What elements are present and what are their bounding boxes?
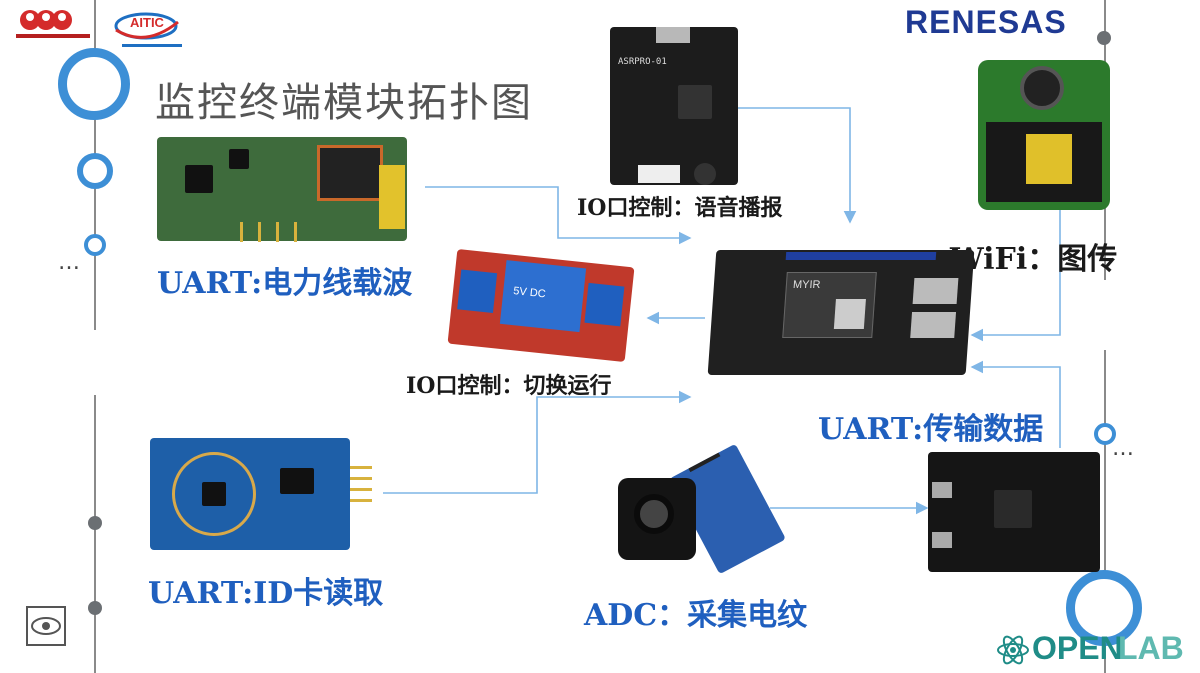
- relay-terminal: [457, 269, 498, 314]
- dot-left-2: [88, 601, 102, 615]
- voice-chip: [678, 85, 712, 119]
- aitic-logo-text: AITIC: [130, 15, 164, 30]
- university-logo-icon: [16, 10, 90, 38]
- rfid-pin: [350, 477, 372, 480]
- plc-chip-2: [229, 149, 249, 169]
- openlab-suffix: LAB: [1118, 630, 1184, 666]
- sub-board-chip: [994, 490, 1032, 528]
- openlab-prefix: OPEN: [1032, 630, 1123, 666]
- rfid-pin: [350, 488, 372, 491]
- ring-small-right: [1094, 423, 1116, 445]
- rfid-pin: [350, 466, 372, 469]
- relay-body: 5V DC: [499, 260, 587, 333]
- ethernet-port-1: [912, 278, 959, 304]
- relay-text: 5V DC: [512, 285, 547, 301]
- uart-data-label: UART:传输数据: [818, 412, 1044, 447]
- qr-code: [833, 299, 866, 329]
- adc-sensor-core: [618, 478, 696, 560]
- relay-module-label: IO口控制：切换运行: [406, 373, 612, 399]
- right-vertical-line-lower: [1104, 350, 1106, 673]
- rfid-chip: [202, 482, 226, 506]
- arrow-sub-to-main: [970, 360, 1061, 448]
- main-board-image: MYIR: [707, 250, 975, 375]
- left-vertical-line-lower: [94, 395, 96, 673]
- usb-port: [656, 27, 690, 43]
- main-board-som: MYIR: [782, 272, 877, 338]
- dot-right-1: [1097, 31, 1111, 45]
- adc-module-label: ADC：采集电纹: [584, 598, 808, 633]
- sub-board-image: [928, 452, 1100, 572]
- eye-icon: [24, 604, 68, 648]
- wifi-module-label: WiFi：图传: [950, 242, 1118, 277]
- voice-speaker: [694, 163, 716, 185]
- ethernet-port-2: [910, 312, 957, 338]
- voice-module-image: ASRPRO-01: [610, 27, 738, 185]
- plc-pin: [258, 222, 261, 242]
- plc-module-image: [157, 137, 407, 241]
- camera-lens: [1020, 66, 1064, 110]
- sub-board-usb: [932, 482, 952, 498]
- plc-pin: [294, 222, 297, 242]
- arrow-wifi-to-main: [970, 205, 1061, 342]
- arrow-rfid-to-main: [383, 390, 692, 494]
- main-board-text: MYIR: [792, 279, 821, 291]
- rfid-coil: [172, 452, 256, 536]
- plc-capacitor: [379, 165, 405, 229]
- plc-module-label: UART:电力线载波: [157, 266, 413, 301]
- ring-large-top-left: [58, 48, 130, 120]
- rfid-module-label: UART:ID卡读取: [148, 576, 384, 611]
- arrow-plc-to-main: [425, 186, 692, 245]
- atom-icon: [997, 635, 1029, 665]
- aitic-swirl-icon: [114, 12, 182, 47]
- plc-pin: [276, 222, 279, 242]
- dot-left-1: [88, 516, 102, 530]
- arrow-voice-to-main: [735, 107, 857, 224]
- voice-connector: [638, 165, 680, 183]
- voice-module-label: IO口控制：语音播报: [577, 195, 783, 221]
- page-title: 监控终端模块拓扑图: [155, 80, 533, 126]
- openlab-logo: OPEN LAB: [996, 630, 1192, 670]
- ellipsis-right: …: [1112, 436, 1134, 461]
- plc-chip-1: [185, 165, 213, 193]
- rfid-chip-2: [280, 468, 314, 494]
- ring-medium-left: [77, 153, 113, 189]
- ring-small-left: [84, 234, 106, 256]
- rfid-pin: [350, 499, 372, 502]
- voice-board-text: ASRPRO-01: [618, 57, 667, 67]
- adc-sensor-hole: [634, 494, 674, 534]
- relay-terminal-right: [584, 282, 625, 327]
- plc-transformer: [317, 145, 383, 201]
- relay-module-image: 5V DC: [447, 248, 635, 363]
- renesas-logo: RENESAS: [905, 4, 1067, 40]
- plc-pin: [240, 222, 243, 242]
- university-logo: [14, 6, 92, 46]
- rfid-module-image: [150, 438, 350, 550]
- main-board-header: [785, 252, 937, 260]
- aitic-logo: AITIC: [108, 8, 188, 56]
- wifi-shield: [1026, 134, 1072, 184]
- ellipsis-left: …: [58, 250, 80, 275]
- ring-large-bottom-right: [1066, 570, 1142, 646]
- wifi-module-image: [978, 60, 1110, 210]
- sub-board-usb-2: [932, 532, 952, 548]
